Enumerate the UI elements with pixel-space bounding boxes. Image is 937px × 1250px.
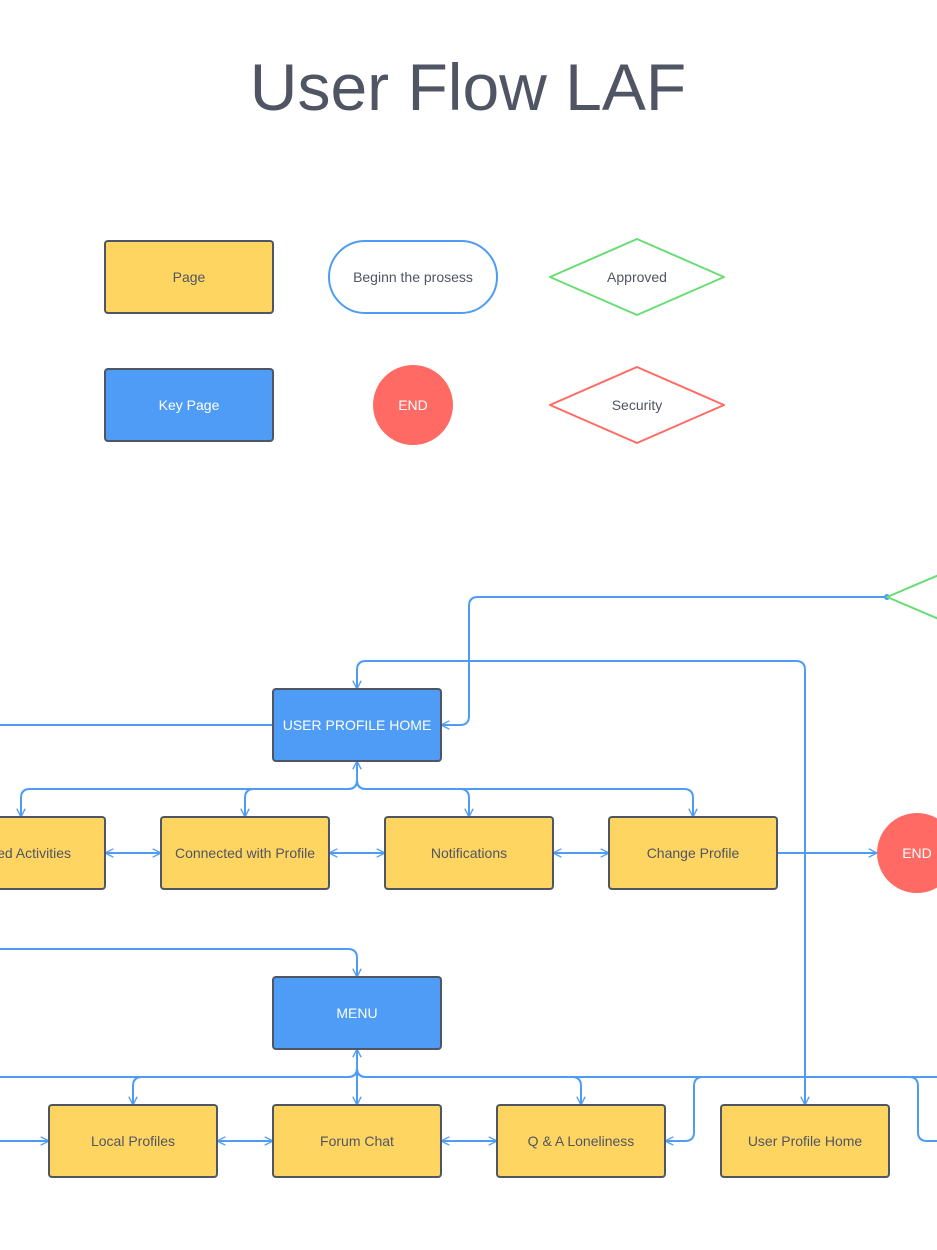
legend-security-label: Security — [612, 397, 663, 413]
menu-label: MENU — [336, 1005, 377, 1021]
connector-to-qa-loneliness-side — [664, 1076, 704, 1141]
user-profile-home-label: USER PROFILE HOME — [283, 717, 432, 733]
connector-home-to-notifications — [356, 779, 469, 818]
connector-menu-to-left — [0, 1067, 358, 1078]
legend-approved-diamond — [549, 238, 725, 316]
legend-page-shape — [104, 240, 274, 314]
diagram-title: User Flow LAF — [250, 50, 686, 124]
connector-menu-to-local-profiles — [133, 1067, 358, 1106]
node-saved-activities[interactable]: ed Activities — [0, 816, 106, 890]
notifications-label: Notifications — [431, 845, 507, 861]
saved-activities-label: ed Activities — [0, 845, 71, 861]
local-profiles-label: Local Profiles — [91, 1133, 175, 1149]
legend-approved-label: Approved — [607, 269, 667, 285]
connected-with-profile-label: Connected with Profile — [175, 845, 315, 861]
connector-to-right-side — [908, 1076, 937, 1142]
node-qa-loneliness[interactable]: Q & A Loneliness — [496, 1104, 666, 1178]
connected-with-profile-shape[interactable] — [160, 816, 330, 890]
approved-diamond-offscreen — [886, 574, 937, 620]
user-profile-home-2-label: User Profile Home — [748, 1133, 863, 1149]
forum-chat-shape[interactable] — [272, 1104, 442, 1178]
local-profiles-shape[interactable] — [48, 1104, 218, 1178]
node-notifications[interactable]: Notifications — [384, 816, 554, 890]
qa-loneliness-label: Q & A Loneliness — [528, 1133, 635, 1149]
connector-menu-to-right — [356, 1067, 937, 1078]
legend: Page Beginn the prosess Approved Key Pag… — [104, 238, 725, 445]
forum-chat-label: Forum Chat — [320, 1133, 394, 1149]
connector-left-to-menu — [0, 948, 357, 978]
node-user-profile-home[interactable]: USER PROFILE HOME — [272, 688, 442, 762]
menu-shape[interactable] — [272, 976, 442, 1050]
node-menu[interactable]: MENU — [272, 976, 442, 1050]
connector-home-to-connected-with-profile — [245, 779, 358, 818]
connector-menu-to-qa-loneliness — [356, 1067, 581, 1106]
node-user-profile-home-2[interactable]: User Profile Home — [720, 1104, 890, 1178]
user-profile-home-shape[interactable] — [272, 688, 442, 762]
connector-home-to-change-profile — [356, 779, 693, 818]
legend-begin: Beginn the prosess — [328, 240, 498, 314]
connectors — [0, 594, 937, 1141]
connector-loop-to-user-profile-home — [357, 660, 806, 1106]
node-change-profile[interactable]: Change Profile — [608, 816, 778, 890]
legend-security: Security — [549, 366, 725, 444]
legend-begin-shape — [328, 240, 498, 314]
legend-security-diamond — [549, 366, 725, 444]
legend-end: END — [373, 365, 453, 445]
saved-activities-shape[interactable] — [0, 816, 106, 890]
legend-page: Page — [104, 240, 274, 314]
node-end[interactable]: END — [877, 813, 937, 893]
legend-page-label: Page — [173, 269, 206, 285]
legend-end-label: END — [398, 397, 428, 413]
end-label: END — [902, 845, 932, 861]
legend-begin-label: Beginn the prosess — [353, 269, 473, 285]
legend-key-page: Key Page — [104, 368, 274, 442]
node-local-profiles[interactable]: Local Profiles — [48, 1104, 218, 1178]
change-profile-label: Change Profile — [647, 845, 740, 861]
change-profile-shape[interactable] — [608, 816, 778, 890]
legend-end-circle — [373, 365, 453, 445]
qa-loneliness-shape[interactable] — [496, 1104, 666, 1178]
legend-key-page-shape — [104, 368, 274, 442]
end-circle[interactable] — [877, 813, 937, 893]
legend-approved: Approved — [549, 238, 725, 316]
legend-key-page-label: Key Page — [159, 397, 220, 413]
node-connected-with-profile[interactable]: Connected with Profile — [160, 816, 330, 890]
user-profile-home-2-shape[interactable] — [720, 1104, 890, 1178]
notifications-shape[interactable] — [384, 816, 554, 890]
node-forum-chat[interactable]: Forum Chat — [272, 1104, 442, 1178]
